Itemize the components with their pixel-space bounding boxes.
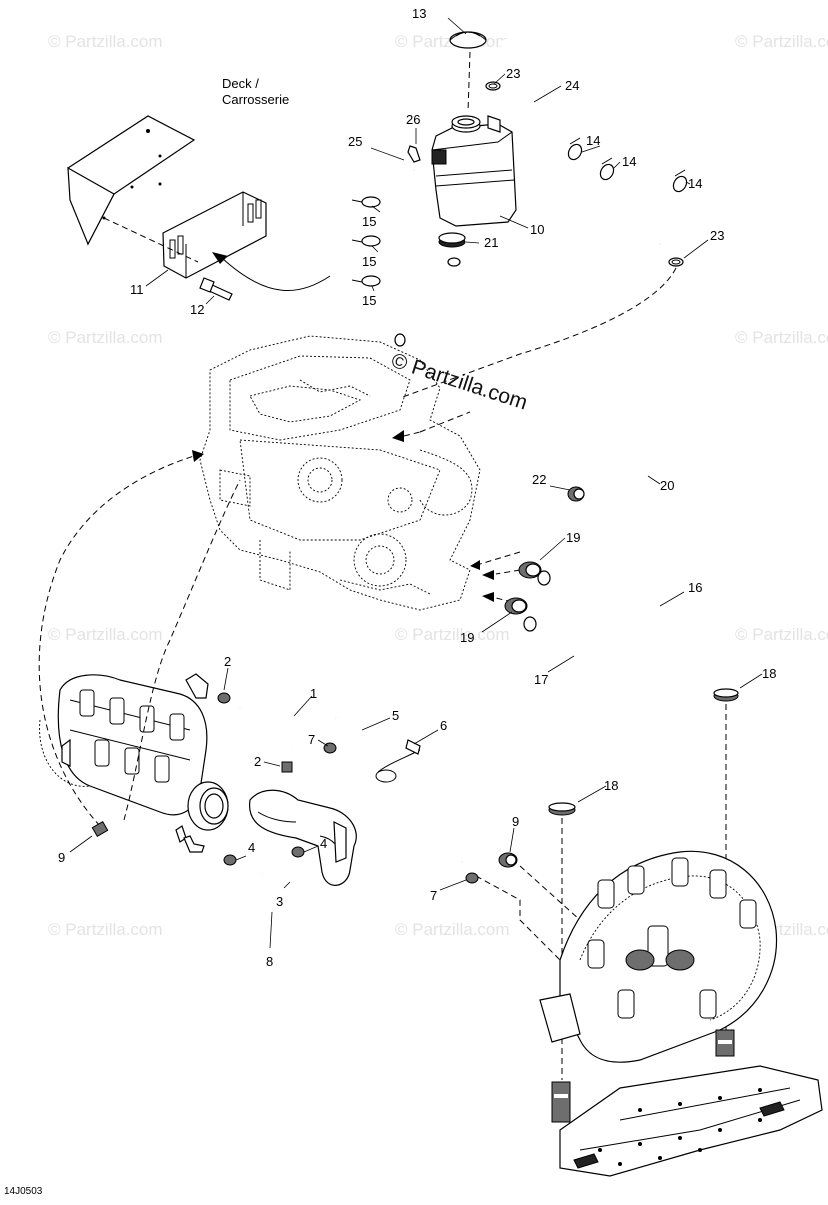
callout-23: 23 [710,228,724,243]
watermark: © Partzilla.com [395,920,510,939]
watermark: © Partzilla.com [48,32,163,51]
callout-1: 1 [310,686,317,701]
deck-label-line2: Carrosserie [222,92,289,107]
callout-10: 10 [530,222,544,237]
screw-12 [199,277,233,301]
deck-bracket-assembly [67,115,331,301]
watermark: © Partzilla.com [735,32,828,51]
fitting-4 [291,846,305,858]
clamp-14 [672,169,688,193]
callout-16: 16 [688,580,702,595]
ride-plate [559,1065,823,1177]
small-hoses [38,450,621,961]
callout-11: 11 [130,282,144,297]
watermark-main: © Partzilla.com [388,349,530,415]
outlet-fitting [551,1081,571,1123]
clamp-23 [668,257,684,267]
fitting-4 [223,854,237,866]
fitting-2 [217,692,231,704]
elbow-fitting [185,673,209,699]
clamp-15 [351,275,381,287]
callout-7: 7 [430,888,437,903]
callout-labels: 13 23 24 25 26 14 14 14 10 21 23 15 15 1… [58,6,776,969]
callout-18: 18 [604,778,618,793]
water-pump-hose [249,789,357,886]
mounting-bracket [162,191,267,279]
fitting-2 [281,761,293,773]
clamp-15 [351,196,381,208]
watermark: © Partzilla.com [735,328,828,347]
clamp-15 [351,235,381,247]
clamp-14 [599,157,615,181]
callout-6: 6 [440,718,447,733]
callout-21: 21 [484,235,498,250]
clamp-14 [567,137,583,161]
watermark-layer: © Partzilla.com © Partzilla.com © Partzi… [48,32,828,939]
callout-4: 4 [248,840,255,855]
lower-right-hoses [504,561,739,1080]
callout-12: 12 [190,302,204,317]
callout-15: 15 [362,214,376,229]
deck-label-line1: Deck / [222,76,259,91]
drawing-code: 14J0503 [4,1186,43,1197]
callout-22: 22 [532,472,546,487]
callout-9: 9 [512,814,519,829]
fitting-9 [91,820,109,838]
callout-24: 24 [565,78,579,93]
callout-25: 25 [348,134,362,149]
engine-block [199,335,481,611]
callout-13: 13 [412,6,426,21]
callout-26: 26 [406,112,420,127]
callout-15: 15 [362,293,376,308]
elbow-fitting [183,835,205,853]
upper-hoses [351,37,688,502]
callout-23: 23 [506,66,520,81]
deck-panel-side [67,166,115,246]
callout-19: 19 [460,630,474,645]
watermark: © Partzilla.com [48,920,163,939]
coolant-reservoir [431,123,517,227]
callout-19: 19 [566,530,580,545]
clip-26 [407,145,421,163]
callout-17: 17 [534,672,548,687]
callout-2: 2 [224,654,231,669]
callout-4: 4 [320,836,327,851]
watermark: © Partzilla.com [735,625,828,644]
callout-14: 14 [688,176,702,191]
callout-14: 14 [622,154,636,169]
callout-14: 14 [586,133,600,148]
callout-9: 9 [58,850,65,865]
callout-3: 3 [276,894,283,909]
callout-7: 7 [308,732,315,747]
leader-arrow [221,257,331,291]
callout-18: 18 [762,666,776,681]
fitting-7 [465,872,479,884]
watermark: © Partzilla.com [48,625,163,644]
callout-15: 15 [362,254,376,269]
callout-2: 2 [254,754,261,769]
exhaust-manifold [39,673,229,853]
callout-5: 5 [392,708,399,723]
pressure-cap [449,31,487,49]
leader-lines [69,17,763,949]
clamp-23 [485,81,501,91]
callout-20: 20 [660,478,674,493]
watermark: © Partzilla.com [48,328,163,347]
watermark: © Partzilla.com [395,625,510,644]
coolant-tank-assembly [407,31,517,227]
callout-8: 8 [266,954,273,969]
pump-housing-assembly [539,850,823,1177]
